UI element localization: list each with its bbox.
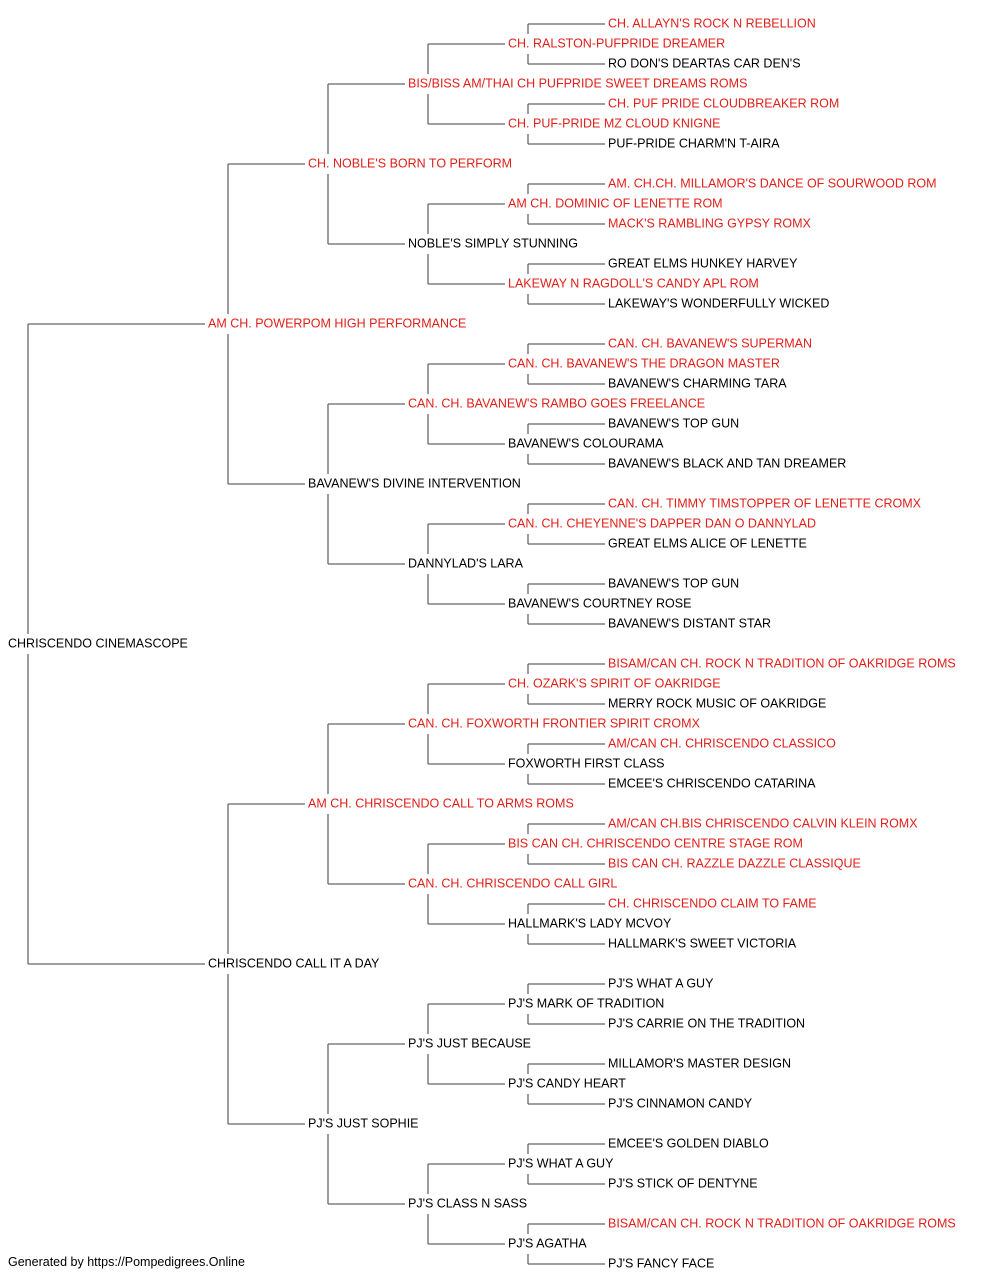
pedigree-name-sire-sire-dam-sire-dam: MACK'S RAMBLING GYPSY ROMX (608, 216, 812, 230)
pedigree-name-dam-dam: PJ'S JUST SOPHIE (308, 1116, 419, 1130)
pedigree-name-dam-sire-sire-dam-dam: EMCEE'S CHRISCENDO CATARINA (608, 776, 816, 790)
pedigree-name-dam-sire-sire-sire-sire: BISAM/CAN CH. ROCK N TRADITION OF OAKRID… (608, 656, 956, 670)
pedigree-name-dam-sire-sire: CAN. CH. FOXWORTH FRONTIER SPIRIT CROMX (408, 716, 701, 730)
pedigree-name-dam-dam-dam-dam-sire: BISAM/CAN CH. ROCK N TRADITION OF OAKRID… (608, 1216, 956, 1230)
pedigree-name-dam-sire-sire-sire: CH. OZARK'S SPIRIT OF OAKRIDGE (508, 676, 721, 690)
pedigree-name-dam-dam-dam-sire: PJ'S WHAT A GUY (508, 1156, 614, 1170)
pedigree-name-sire-sire-sire-dam-sire: CH. PUF PRIDE CLOUDBREAKER ROM (608, 96, 839, 110)
pedigree-name-sire-dam-sire-sire-dam: BAVANEW'S CHARMING TARA (608, 376, 787, 390)
pedigree-name-sire-sire-sire-sire: CH. RALSTON-PUFPRIDE DREAMER (508, 36, 725, 50)
pedigree-name-dam-dam-sire-dam: PJ'S CANDY HEART (508, 1076, 626, 1090)
pedigree-name-dam-dam-sire-dam-dam: PJ'S CINNAMON CANDY (608, 1096, 753, 1110)
pedigree-name-sire-dam-dam-sire-sire: CAN. CH. TIMMY TIMSTOPPER OF LENETTE CRO… (608, 496, 922, 510)
pedigree-name-dam: CHRISCENDO CALL IT A DAY (208, 956, 380, 970)
pedigree-name-sire-sire-sire-dam: CH. PUF-PRIDE MZ CLOUD KNIGNE (508, 116, 721, 130)
pedigree-name-dam-sire-dam-sire-sire: AM/CAN CH.BIS CHRISCENDO CALVIN KLEIN RO… (608, 816, 918, 830)
pedigree-name-sire-sire-dam: NOBLE'S SIMPLY STUNNING (408, 236, 578, 250)
pedigree-name-dam-dam-sire-sire-dam: PJ'S CARRIE ON THE TRADITION (608, 1016, 805, 1030)
pedigree-name-sire-sire-sire: BIS/BISS AM/THAI CH PUFPRIDE SWEET DREAM… (408, 76, 747, 90)
pedigree-name-dam-dam-sire: PJ'S JUST BECAUSE (408, 1036, 531, 1050)
pedigree-name-sire-dam-sire-sire-sire: CAN. CH. BAVANEW'S SUPERMAN (608, 336, 812, 350)
pedigree-name-sire-sire-dam-dam-sire: GREAT ELMS HUNKEY HARVEY (608, 256, 798, 270)
pedigree-name-dam-dam-sire-sire: PJ'S MARK OF TRADITION (508, 996, 664, 1010)
pedigree-name-sire-dam-dam-dam-sire: BAVANEW'S TOP GUN (608, 576, 739, 590)
pedigree-name-sire-sire: CH. NOBLE'S BORN TO PERFORM (308, 156, 512, 170)
pedigree-name-dam-dam-dam: PJ'S CLASS N SASS (408, 1196, 527, 1210)
pedigree-name-dam-sire-dam-dam-dam: HALLMARK'S SWEET VICTORIA (608, 936, 797, 950)
pedigree-name-sire-dam-dam-dam-dam: BAVANEW'S DISTANT STAR (608, 616, 771, 630)
pedigree-name-sire-dam-sire: CAN. CH. BAVANEW'S RAMBO GOES FREELANCE (408, 396, 705, 410)
pedigree-name-sire-dam-sire-dam-sire: BAVANEW'S TOP GUN (608, 416, 739, 430)
pedigree-name-dam-sire-dam-sire-dam: BIS CAN CH. RAZZLE DAZZLE CLASSIQUE (608, 856, 861, 870)
pedigree-name-dam-sire-sire-sire-dam: MERRY ROCK MUSIC OF OAKRIDGE (608, 696, 826, 710)
pedigree-name-dam-dam-sire-dam-sire: MILLAMOR'S MASTER DESIGN (608, 1056, 791, 1070)
pedigree-name-dam-sire-dam: CAN. CH. CHRISCENDO CALL GIRL (408, 876, 617, 890)
pedigree-name-dam-sire-dam-sire: BIS CAN CH. CHRISCENDO CENTRE STAGE ROM (508, 836, 803, 850)
pedigree-name-sire-dam-sire-dam-dam: BAVANEW'S BLACK AND TAN DREAMER (608, 456, 846, 470)
pedigree-name-sire-dam: BAVANEW'S DIVINE INTERVENTION (308, 476, 521, 490)
pedigree-name-dam-dam-dam-sire-sire: EMCEE'S GOLDEN DIABLO (608, 1136, 769, 1150)
pedigree-name-sire-sire-dam-dam: LAKEWAY N RAGDOLL'S CANDY APL ROM (508, 276, 759, 290)
pedigree-name-sire-dam-sire-dam: BAVANEW'S COLOURAMA (508, 436, 664, 450)
pedigree-name-dam-dam-sire-sire-sire: PJ'S WHAT A GUY (608, 976, 714, 990)
pedigree-name-sire: AM CH. POWERPOM HIGH PERFORMANCE (208, 316, 466, 330)
pedigree-name-sire-sire-dam-sire-sire: AM. CH.CH. MILLAMOR'S DANCE OF SOURWOOD … (608, 176, 937, 190)
pedigree-name-sire-sire-dam-dam-dam: LAKEWAY'S WONDERFULLY WICKED (608, 296, 829, 310)
pedigree-name-dam-dam-dam-sire-dam: PJ'S STICK OF DENTYNE (608, 1176, 758, 1190)
pedigree-name-dam-dam-dam-dam: PJ'S AGATHA (508, 1236, 587, 1250)
pedigree-name-sire-dam-dam: DANNYLAD'S LARA (408, 556, 524, 570)
pedigree-name-sire-dam-sire-sire: CAN. CH. BAVANEW'S THE DRAGON MASTER (508, 356, 780, 370)
pedigree-name-dam-sire: AM CH. CHRISCENDO CALL TO ARMS ROMS (308, 796, 574, 810)
pedigree-name-sire-dam-dam-dam: BAVANEW'S COURTNEY ROSE (508, 596, 691, 610)
pedigree-name-sire-sire-sire-sire-dam: RO DON'S DEARTAS CAR DEN'S (608, 56, 801, 70)
pedigree-name-dam-dam-dam-dam-dam: PJ'S FANCY FACE (608, 1256, 714, 1270)
pedigree-name-sire-dam-dam-sire-dam: GREAT ELMS ALICE OF LENETTE (608, 536, 807, 550)
pedigree-name-dam-sire-dam-dam: HALLMARK'S LADY MCVOY (508, 916, 672, 930)
pedigree-name-sire-sire-dam-sire: AM CH. DOMINIC OF LENETTE ROM (508, 196, 723, 210)
pedigree-name-sire-sire-sire-dam-dam: PUF-PRIDE CHARM'N T-AIRA (608, 136, 780, 150)
pedigree-name-dam-sire-dam-dam-sire: CH. CHRISCENDO CLAIM TO FAME (608, 896, 817, 910)
pedigree-name-subject: CHRISCENDO CINEMASCOPE (8, 636, 188, 650)
pedigree-name-dam-sire-sire-dam-sire: AM/CAN CH. CHRISCENDO CLASSICO (608, 736, 836, 750)
pedigree-name-sire-dam-dam-sire: CAN. CH. CHEYENNE'S DAPPER DAN O DANNYLA… (508, 516, 816, 530)
footer-credit: Generated by https://Pompedigrees.Online (8, 1255, 245, 1269)
pedigree-name-dam-sire-sire-dam: FOXWORTH FIRST CLASS (508, 756, 665, 770)
pedigree-name-sire-sire-sire-sire-sire: CH. ALLAYN'S ROCK N REBELLION (608, 16, 816, 30)
